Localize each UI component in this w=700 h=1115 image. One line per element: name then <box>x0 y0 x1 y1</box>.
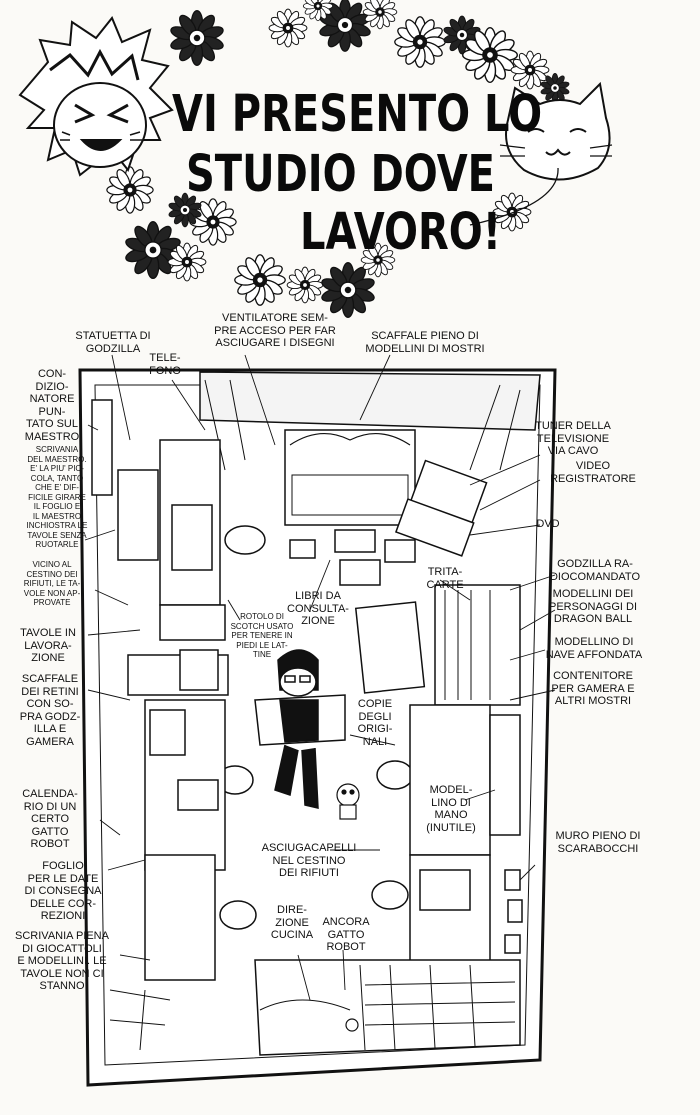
cat-face-icon <box>469 81 613 226</box>
label-tuner: TUNER DELLA TELEVISIONE VIA CAVO <box>535 420 611 457</box>
label-calendario: CALENDA- RIO DI UN CERTO GATTO ROBOT <box>22 788 78 850</box>
label-direzione: DIRE- ZIONE CUCINA <box>270 904 314 941</box>
label-scrivania-giocattoli: SCRIVANIA PIENA DI GIOCATTOLI E MODELLIN… <box>15 930 109 992</box>
label-libri: LIBRI DA CONSULTA- ZIONE <box>287 590 349 627</box>
label-muro: MURO PIENO DI SCARABOCCHI <box>555 830 641 855</box>
label-contenitore: CONTENITORE PER GAMERA E ALTRI MOSTRI <box>551 670 635 707</box>
robot-cat-icon <box>336 783 360 1032</box>
author-face-icon <box>18 16 174 177</box>
author-figure-icon <box>254 649 346 809</box>
label-godzilla-radio: GODZILLA RA- DIOCOMANDATO <box>549 558 641 583</box>
label-scrivania-maestro: SCRIVANIA DEL MAESTRO. E' LA PIU' PIC- C… <box>26 445 88 549</box>
label-foglio: FOGLIO PER LE DATE DI CONSEGNA DELLE COR… <box>24 860 102 922</box>
label-trita-carte: TRITA- CARTE <box>426 566 464 591</box>
title-line-1: VI PRESENTO LO <box>172 84 543 144</box>
label-videoregistratore: VIDEO REGISTRATORE <box>550 460 636 485</box>
label-vicino-cestino: VICINO AL CESTINO DEI RIFIUTI, LE TA- VO… <box>23 560 81 607</box>
label-scaffale-retini: SCAFFALE DEI RETINI CON SO- PRA GODZ- IL… <box>19 673 81 748</box>
label-dvd: DVD <box>536 518 560 530</box>
title-line-2: STUDIO DOVE <box>186 144 496 204</box>
label-condizionatore: CON- DIZIO- NATORE PUN- TATO SUL MAESTRO <box>24 368 80 443</box>
label-rotolo: ROTOLO DI SCOTCH USATO PER TENERE IN PIE… <box>230 612 294 659</box>
label-ventilatore: VENTILATORE SEM- PRE ACCESO PER FAR ASCI… <box>214 312 336 349</box>
label-modellino-mano: MODEL- LINO DI MANO (INUTILE) <box>426 784 476 834</box>
label-nave: MODELLINO DI NAVE AFFONDATA <box>545 636 643 661</box>
label-copie: COPIE DEGLI ORIGI- NALI <box>357 698 393 748</box>
label-statuetta: STATUETTA DI GODZILLA <box>75 330 151 355</box>
label-telefono: TELE- FONO <box>149 352 181 377</box>
label-asciugacapelli: ASCIUGACAPELLI NEL CESTINO DEI RIFIUTI <box>261 842 357 879</box>
label-scaffale-modellini: SCAFFALE PIENO DI MODELLINI DI MOSTRI <box>365 330 485 355</box>
label-ancora-gatto: ANCORA GATTO ROBOT <box>322 916 370 953</box>
label-tavole-lavorazione: TAVOLE IN LAVORA- ZIONE <box>20 627 76 664</box>
label-modellini-dragon: MODELLINI DEI PERSONAGGI DI DRAGON BALL <box>548 588 638 625</box>
title-line-3: LAVORO! <box>300 202 502 262</box>
